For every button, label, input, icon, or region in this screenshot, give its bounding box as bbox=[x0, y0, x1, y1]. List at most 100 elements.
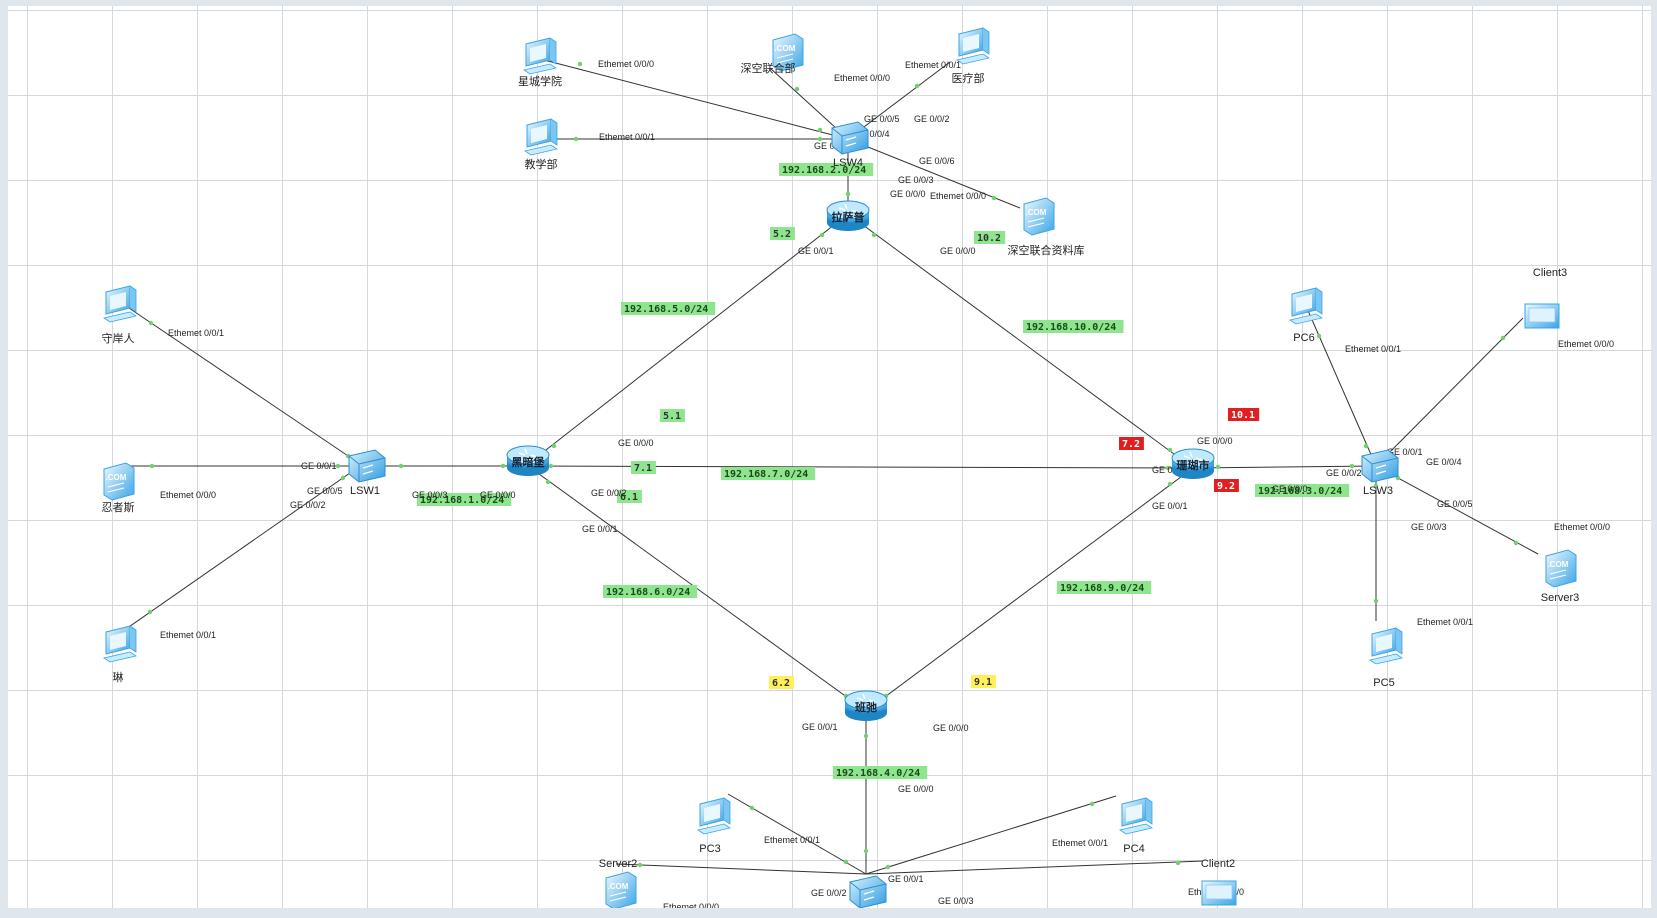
network-label-n2: 192.168.2.0/24 bbox=[779, 163, 874, 176]
router-r_left[interactable]: 黑暗堡 bbox=[506, 445, 550, 476]
ip-tag-t102: 10.2 bbox=[974, 231, 1006, 244]
link-pc4-lsw2[interactable] bbox=[865, 795, 1117, 875]
port-label: GE 0/0/1 bbox=[301, 461, 337, 471]
host-label: PC4 bbox=[1123, 843, 1144, 855]
port-label: Ethemet 0/0/1 bbox=[1052, 838, 1108, 848]
network-label-n5: 192.168.5.0/24 bbox=[621, 302, 716, 315]
link-rtop-rleft[interactable] bbox=[527, 213, 849, 465]
port-label: GE 0/0/0 bbox=[933, 723, 969, 733]
link-lsw4-zl[interactable] bbox=[847, 138, 1021, 209]
host-label: 深空联合资料库 bbox=[1008, 243, 1085, 257]
host-label: PC3 bbox=[699, 843, 720, 855]
ip-tag-t101: 10.1 bbox=[1228, 408, 1260, 421]
host-h_c2[interactable]: Client2 bbox=[1201, 858, 1237, 906]
host-h_jx[interactable]: 教学部 bbox=[524, 118, 558, 171]
link-rright-rbottom[interactable] bbox=[865, 467, 1194, 712]
port-label: GE 0/0/1 bbox=[802, 722, 838, 732]
port-label: GE 0/0/4 bbox=[1426, 457, 1462, 467]
svg-text:7.2: 7.2 bbox=[1122, 439, 1140, 450]
link-c2-lsw2[interactable] bbox=[865, 860, 1204, 875]
router-label: 班弛 bbox=[855, 700, 877, 714]
link-lin-lsw1[interactable] bbox=[122, 465, 361, 632]
link-yl-lsw4[interactable] bbox=[847, 61, 951, 140]
router-r_bottom[interactable]: 班弛 bbox=[844, 690, 888, 721]
ip-tag-t72: 7.2 bbox=[1119, 437, 1144, 450]
host-label: PC5 bbox=[1373, 677, 1394, 689]
port-label: GE 0/0/0 bbox=[1272, 484, 1308, 494]
host-label: 医疗部 bbox=[952, 71, 985, 85]
port-label: GE 0/0/2 bbox=[914, 114, 950, 124]
link-xz-lsw4[interactable] bbox=[543, 59, 849, 140]
router-label: 珊瑚市 bbox=[1177, 458, 1210, 472]
switch-lsw2[interactable]: LSW2 bbox=[849, 875, 887, 908]
link-rright-lsw3[interactable] bbox=[1192, 465, 1377, 469]
network-label-n1: 192.168.1.0/24 bbox=[417, 493, 512, 506]
switch-lsw4[interactable]: LSW4 bbox=[831, 121, 869, 169]
svg-text:192.168.10.0/24: 192.168.10.0/24 bbox=[1026, 322, 1116, 333]
port-label: GE 0/0/1 bbox=[1387, 447, 1423, 457]
topology-svg[interactable]: 192.168.2.0/24 192.168.5.0/24 192.168.10.0… bbox=[8, 6, 1651, 908]
network-label-n10: 192.168.10.0/24 bbox=[1023, 320, 1124, 333]
host-h_pc4[interactable]: PC4 bbox=[1119, 797, 1153, 855]
svg-text:6.1: 6.1 bbox=[620, 492, 638, 503]
port-label: GE 0/0/0 bbox=[940, 246, 976, 256]
router-r_right[interactable]: 珊瑚市 bbox=[1171, 448, 1215, 479]
router-label: 黑暗堡 bbox=[512, 455, 545, 469]
host-h_pc3[interactable]: PC3 bbox=[697, 797, 731, 855]
port-label: Ethemet 0/0/1 bbox=[160, 630, 216, 640]
link-rleft-rright[interactable] bbox=[527, 465, 1194, 469]
port-label: Ethemet 0/0/0 bbox=[160, 490, 216, 500]
link-rtop-rright[interactable] bbox=[847, 213, 1194, 469]
port-label: Ethemet 0/0/0 bbox=[834, 73, 890, 83]
port-label: GE 0/0/0 bbox=[1197, 436, 1233, 446]
topology-canvas[interactable]: 192.168.2.0/24 192.168.5.0/24 192.168.10.0… bbox=[8, 6, 1651, 908]
host-h_lin[interactable]: 琳 bbox=[103, 625, 137, 684]
switch-label: LSW3 bbox=[1363, 485, 1393, 497]
link-c3-lsw3[interactable] bbox=[1375, 317, 1524, 467]
port-label: GE 0/0/0 bbox=[898, 784, 934, 794]
host-h_shr[interactable]: 守岸人 bbox=[102, 285, 137, 345]
ip-tag-t51: 5.1 bbox=[660, 409, 685, 422]
host-h_yl[interactable]: 医疗部 bbox=[952, 27, 990, 85]
link-s2-lsw2[interactable] bbox=[615, 863, 867, 875]
port-label: GE 0/0/3 bbox=[1411, 522, 1447, 532]
switch-lsw1[interactable]: LSW1 bbox=[348, 449, 386, 497]
port-label: GE 0/0/3 bbox=[898, 175, 934, 185]
host-label: Server3 bbox=[1541, 592, 1580, 604]
port-label: Ethemet 0/0/1 bbox=[1417, 617, 1473, 627]
port-label: GE 0/0/5 bbox=[864, 114, 900, 124]
host-h_pc5[interactable]: PC5 bbox=[1369, 627, 1403, 689]
network-label-n9: 192.168.9.0/24 bbox=[1057, 581, 1152, 594]
port-label: GE 0/0/5 bbox=[307, 486, 343, 496]
svg-text:192.168.6.0/24: 192.168.6.0/24 bbox=[606, 587, 690, 598]
link-pc6-lsw3[interactable] bbox=[1305, 305, 1377, 467]
svg-text:192.168.4.0/24: 192.168.4.0/24 bbox=[836, 768, 920, 779]
link-shr-lsw1[interactable] bbox=[122, 303, 361, 465]
host-label: 星城学院 bbox=[518, 74, 562, 88]
port-label: Ethemet 0/0/0 bbox=[1554, 522, 1610, 532]
host-h_xz[interactable]: 星城学院 bbox=[518, 37, 562, 88]
port-label: GE 0/0/5 bbox=[1437, 499, 1473, 509]
svg-text:192.168.5.0/24: 192.168.5.0/24 bbox=[624, 304, 708, 315]
link-lsw3-s3[interactable] bbox=[1375, 465, 1539, 555]
port-label: GE 0/0/0 bbox=[890, 189, 926, 199]
port-label: GE 0/0/1 bbox=[798, 246, 834, 256]
host-h_c3[interactable]: Client3 bbox=[1524, 267, 1567, 329]
switch-lsw3[interactable]: LSW3 bbox=[1361, 449, 1399, 497]
host-label: 深空联合部 bbox=[741, 61, 796, 75]
ip-tag-t52: 5.2 bbox=[770, 227, 795, 240]
svg-text:5.1: 5.1 bbox=[663, 411, 681, 422]
network-label-n6: 192.168.6.0/24 bbox=[603, 585, 698, 598]
host-h_pc6[interactable]: PC6 bbox=[1289, 287, 1323, 344]
router-r_top[interactable]: 拉萨普 bbox=[826, 200, 870, 231]
port-label: Ethemet 0/0/0 bbox=[663, 902, 719, 908]
